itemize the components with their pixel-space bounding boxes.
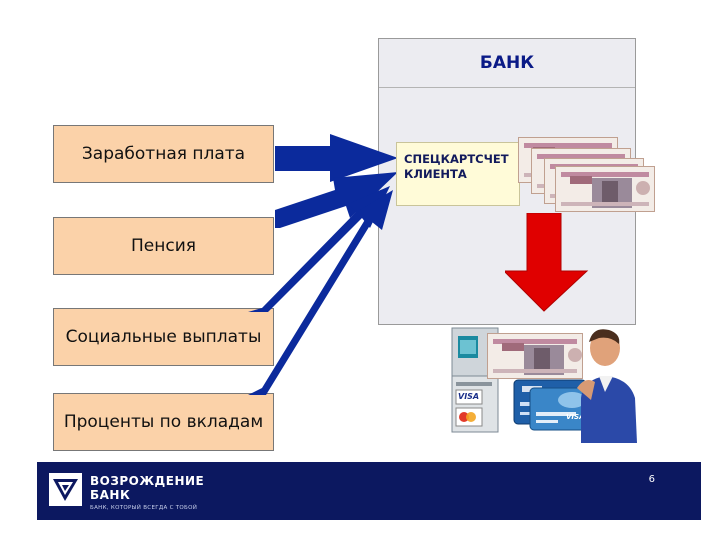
client-account-box: СПЕЦКАРТСЧЕТ КЛИЕНТА	[396, 142, 520, 206]
arrow-salary	[275, 134, 398, 182]
account-label-line1: СПЕЦКАРТСЧЕТ	[404, 152, 509, 166]
arrow-social	[248, 186, 390, 312]
card-visa-label: VISA	[566, 413, 585, 421]
arrow-deposit	[248, 190, 393, 395]
client-person-icon	[577, 329, 637, 443]
footer-brand-line2: БАНК	[90, 488, 131, 502]
source-salary: Заработная плата	[53, 125, 274, 183]
source-deposit-interest: Проценты по вкладам	[53, 393, 274, 451]
bank-cards-icon	[513, 379, 593, 431]
bank-logo-icon	[49, 473, 82, 506]
banknote	[555, 166, 655, 212]
source-social-payments: Социальные выплаты	[53, 308, 274, 366]
atm-visa-label: VISA	[458, 392, 480, 401]
page-number: 6	[648, 474, 655, 485]
bank-title: БАНК	[379, 39, 635, 88]
red-down-arrow	[505, 213, 589, 312]
footer-bar: ВОЗРОЖДЕНИЕ БАНК БАНК, КОТОРЫЙ ВСЕГДА С …	[37, 462, 701, 520]
arrow-pension	[275, 172, 398, 228]
source-pension: Пенсия	[53, 217, 274, 275]
footer-brand-line1: ВОЗРОЖДЕНИЕ	[90, 474, 205, 488]
account-label-line2: КЛИЕНТА	[404, 167, 467, 181]
footer-slogan: БАНК, КОТОРЫЙ ВСЕГДА С ТОБОЙ	[90, 505, 198, 511]
banknote-atm	[487, 333, 583, 379]
